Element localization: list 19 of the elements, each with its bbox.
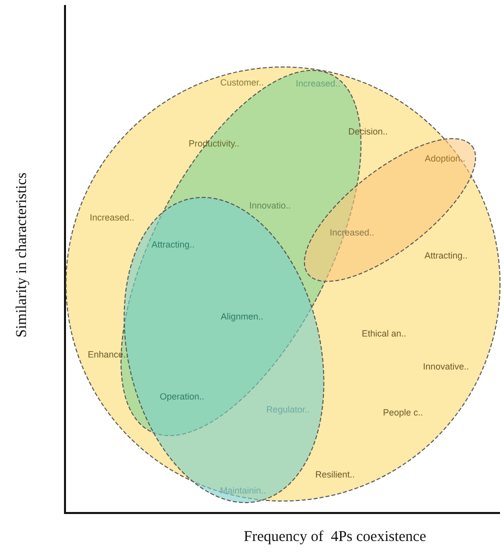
region-label: Ethical an.. [362, 328, 406, 340]
region-label: Attracting.. [424, 250, 468, 262]
region-label: Adoption.. [424, 154, 466, 164]
region-label: Decision.. [348, 126, 388, 138]
region-label: Increased.. [90, 212, 134, 224]
region-label: Customer.. [220, 78, 264, 88]
region-label: Resilient.. [315, 470, 355, 480]
axis-title: Frequency of 4Ps coexistence [244, 528, 426, 546]
region-label: Regulator.. [266, 404, 310, 416]
axis-title: Similarity in characteristics [13, 172, 31, 338]
region-label: Maintainin.. [220, 486, 266, 496]
region-label: Increased.. [296, 78, 340, 90]
region-label: Increased.. [330, 228, 374, 238]
region-label: Attracting.. [151, 240, 195, 250]
region-label: Innovatio.. [249, 200, 291, 212]
region-label: People c.. [382, 408, 424, 418]
region-label: Alignmen.. [220, 312, 264, 322]
region-label: Operation.. [160, 392, 204, 402]
region-label: Innovative.. [422, 362, 470, 372]
